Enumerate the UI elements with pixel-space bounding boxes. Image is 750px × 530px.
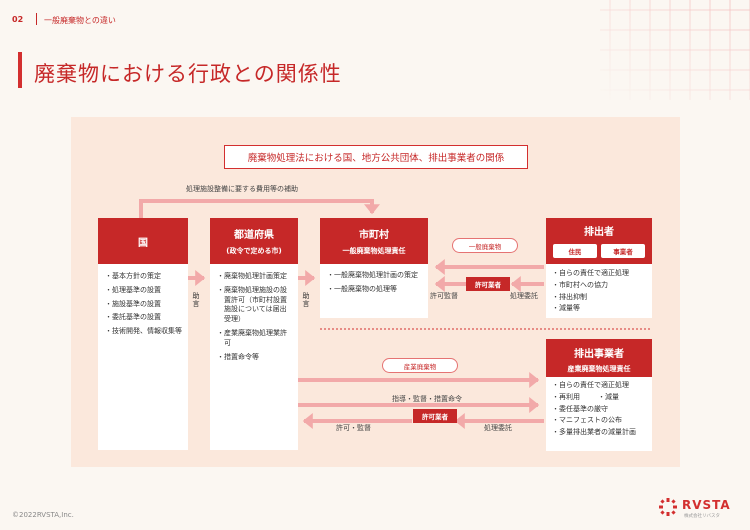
sangyo-pill: 産業廃棄物 <box>382 358 458 373</box>
todofuken-name: 都道府県 <box>234 230 274 241</box>
list-item: 一般廃棄物処理計画の策定 <box>327 271 423 281</box>
list-item: 措置命令等 <box>217 353 293 363</box>
list-item: 技術開発、情報収集等 <box>105 327 182 337</box>
todofuken-sub: (政令で定める市) <box>226 247 282 255</box>
shichoson-header: 市町村 一般廃棄物処理責任 <box>320 218 428 264</box>
kyoka-tag: 許可業者 <box>466 277 510 291</box>
resident-pill: 住民 <box>553 244 597 258</box>
entity-todofuken: 都道府県 (政令で定める市) 廃棄物処理計画策定 廃棄物処理施設の設置許可（市町… <box>210 218 298 450</box>
page-number: 02 <box>12 15 24 24</box>
kyoka-tag-2: 許可業者 <box>413 409 457 423</box>
entity-haishutsusha: 排出者 住民 事業者 自らの責任で適正処理 市町村への協力 排出抑制 減量等 <box>546 218 652 318</box>
list-item: 基本方針の策定 <box>105 272 182 282</box>
header-divider <box>36 13 37 25</box>
jigyosha-header: 排出事業者 産業廃棄物処理責任 <box>546 339 652 377</box>
entity-jigyosha: 排出事業者 産業廃棄物処理責任 自らの責任で適正処理 再利用 ・減量 委任基準の厳… <box>546 339 652 451</box>
grid-decoration <box>600 0 750 100</box>
subsidy-arrow <box>139 199 380 218</box>
list-item: 施設基準の設置 <box>105 300 182 310</box>
list-item: 排出抑制 <box>552 293 648 303</box>
list-item: 委任基準の厳守 <box>552 405 649 415</box>
kuni-header: 国 <box>98 218 188 264</box>
haishutsusha-list: 自らの責任で適正処理 市町村への協力 排出抑制 減量等 <box>546 264 652 314</box>
entity-kuni: 国 基本方針の策定 処理基準の設置 施設基準の設置 委託基準の設置 技術開発、情… <box>98 218 188 450</box>
todofuken-list: 廃棄物処理計画策定 廃棄物処理施設の設置許可（市町村設置施設については届出受理）… <box>210 264 298 362</box>
entity-shichoson: 市町村 一般廃棄物処理責任 一般廃棄物処理計画の策定 一般廃棄物の処理等 <box>320 218 428 318</box>
logo-subtext: 株式会社リバスタ <box>684 514 720 519</box>
shido-label: 指導・監督・措置命令 <box>392 395 462 403</box>
copyright: ©2022RVSTA,Inc. <box>12 511 74 519</box>
jigyosha-list: 自らの責任で適正処理 再利用 ・減量 委任基準の厳守 マニフェストの公布 多量排出… <box>546 377 652 438</box>
list-item: 自らの責任で適正処理 <box>552 269 648 279</box>
ippan-pill: 一般廃棄物 <box>452 238 518 253</box>
kyoka-kantoku-label-2: 許可・監督 <box>336 424 371 432</box>
list-item: 処理基準の設置 <box>105 286 182 296</box>
shori-itaku-label-2: 処理委託 <box>484 424 512 432</box>
business-pill: 事業者 <box>601 244 645 258</box>
shichoson-name: 市町村 <box>359 230 389 241</box>
kuni-list: 基本方針の策定 処理基準の設置 施設基準の設置 委託基準の設置 技術開発、情報収… <box>98 264 188 337</box>
haishutsusha-header: 排出者 住民 事業者 <box>546 218 652 264</box>
list-item: 廃棄物処理施設の設置許可（市町村設置施設については届出受理） <box>217 286 293 325</box>
shichoson-list: 一般廃棄物処理計画の策定 一般廃棄物の処理等 <box>320 264 428 295</box>
logo-mark-icon <box>659 498 677 516</box>
list-item: 産業廃棄物処理業許可 <box>217 329 293 349</box>
jigyosha-sub: 産業廃棄物処理責任 <box>567 365 631 373</box>
shori-itaku-label: 処理委託 <box>510 292 538 300</box>
advice-label-2: 助言 <box>302 292 310 309</box>
section-title: 一般廃棄物との違い <box>44 16 116 25</box>
relation-title-box: 廃棄物処理法における国、地方公共団体、排出事業者の関係 <box>224 145 528 169</box>
shichoson-sub: 一般廃棄物処理責任 <box>342 247 406 255</box>
list-item: 市町村への協力 <box>552 281 648 291</box>
item-reduce-dot: ・ <box>598 392 605 401</box>
todofuken-header: 都道府県 (政令で定める市) <box>210 218 298 264</box>
jigyosha-name: 排出事業者 <box>574 349 624 360</box>
item-reuse: 再利用 <box>559 392 580 401</box>
list-item: マニフェストの公布 <box>552 416 649 426</box>
logo-text: RVSTA <box>682 498 731 512</box>
list-item: 一般廃棄物の処理等 <box>327 285 423 295</box>
list-item: 廃棄物処理計画策定 <box>217 272 293 282</box>
haishutsusha-name: 排出者 <box>584 227 614 238</box>
title-accent-bar <box>18 52 22 88</box>
list-item: 委託基準の設置 <box>105 313 182 323</box>
subsidy-note: 処理施設整備に要する費用等の補助 <box>186 185 298 193</box>
kyoka-kantoku-label: 許可監督 <box>430 292 458 300</box>
list-item: 減量等 <box>552 304 648 314</box>
advice-label-1: 助言 <box>192 292 200 309</box>
list-item: 自らの責任で適正処理 <box>552 381 649 391</box>
list-item: 多量排出業者の減量計画 <box>552 428 649 438</box>
page-title: 廃棄物における行政との関係性 <box>34 62 342 86</box>
list-item: 再利用 ・減量 <box>552 393 649 403</box>
item-reduce: 減量 <box>605 392 619 401</box>
